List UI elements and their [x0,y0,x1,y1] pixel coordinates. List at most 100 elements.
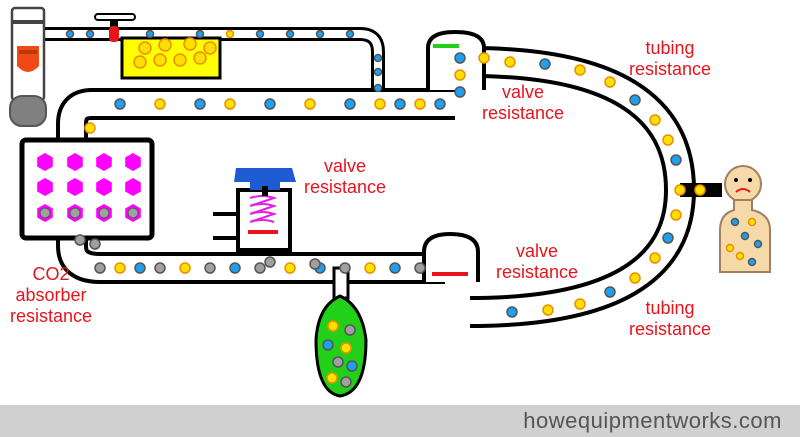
gas-dot [346,360,358,372]
gas-dot [747,217,757,227]
gas-dot [629,94,641,106]
gas-dot [629,272,641,284]
absorber-granule [125,153,141,171]
label-tubing-resistance-top: tubing resistance [620,38,720,80]
gas-dot [574,298,586,310]
patient-face-icon [724,165,762,203]
gas-dot [434,98,446,110]
gas-dot [133,55,147,69]
gas-dot [138,41,152,55]
gas-dot [158,38,172,52]
vaporizer-icon [94,13,222,80]
absorber-granule [37,153,53,171]
gas-dots [37,29,763,388]
gas-dot [255,29,265,39]
co2-absorber [19,137,155,241]
gas-dot [65,29,75,39]
gas-dot [153,53,167,67]
gas-dot [74,234,86,246]
gas-dot [340,376,352,388]
gas-dot [374,98,386,110]
gas-dot [114,262,126,274]
footer-bar: howequipmentworks.com [0,405,800,437]
gas-dot [183,37,197,51]
gas-dot [309,258,321,270]
absorber-granule [37,178,53,196]
gas-dot [414,262,426,274]
fresh-gas-line [39,27,385,119]
label-line: resistance [9,306,93,326]
gas-dot [326,372,338,384]
absorber-granule [125,178,141,196]
gas-dot [154,262,166,274]
gas-dot [179,262,191,274]
gas-dot [344,324,356,336]
gas-dot [195,29,205,39]
gas-dot [345,29,355,39]
gas-dot [649,114,661,126]
absorber-granule [67,178,83,196]
expiratory-valve [422,231,480,282]
gas-dot [373,83,383,93]
spent-granule [127,207,139,219]
gas-dot [730,217,740,227]
spent-granule [69,207,81,219]
gas-dot [264,256,276,268]
label-valve-resistance-lower: valve resistance [492,241,582,283]
gas-dot [373,67,383,77]
gas-dot [670,209,682,221]
label-line: resistance [628,319,712,339]
gas-dot [662,232,674,244]
gas-dot [89,238,101,250]
gas-dot [224,98,236,110]
label-line: CO2 [32,264,70,284]
gas-dot [85,29,95,39]
spent-granule [39,207,51,219]
gas-dot [674,184,686,196]
label-line: resistance [303,177,387,197]
gas-dot [604,286,616,298]
reservoir-bag [314,266,368,398]
gas-dot [134,262,146,274]
gas-dot [173,53,187,67]
label-co2-absorber-resistance: CO2 absorber resistance [2,264,100,327]
absorber-granule [96,178,112,196]
flowmeter-icon [9,6,47,127]
gas-dot [285,29,295,39]
gas-dot [94,262,106,274]
gas-dot [694,184,706,196]
label-line: absorber [15,285,87,305]
gas-dot [340,342,352,354]
gas-dot [753,239,763,249]
label-valve-resistance-apl: valve resistance [300,156,390,198]
label-line: resistance [495,262,579,282]
gas-dot [506,306,518,318]
label-line: tubing [645,38,695,58]
gas-dot [193,51,207,65]
gas-dot [747,257,757,267]
gas-dot [327,320,339,332]
site-credit: howequipmentworks.com [523,408,782,433]
gas-dot [339,262,351,274]
label-line: valve [501,82,545,102]
gas-dot [740,231,750,241]
gas-dot [154,98,166,110]
gas-dot [194,98,206,110]
gas-dot [344,98,356,110]
gas-dot [254,262,266,274]
gas-dot [670,154,682,166]
absorber-granule [67,153,83,171]
gas-dot [229,262,241,274]
gas-dot [145,29,155,39]
gas-dot [662,134,674,146]
gas-dot [322,339,334,351]
gas-dot [364,262,376,274]
gas-dot [539,58,551,70]
gas-dot [204,262,216,274]
label-valve-resistance-top: valve resistance [478,82,568,124]
spent-granule [98,207,110,219]
apl-valve [213,168,296,252]
gas-dot [454,69,466,81]
gas-dot [264,98,276,110]
gas-dot [373,53,383,63]
